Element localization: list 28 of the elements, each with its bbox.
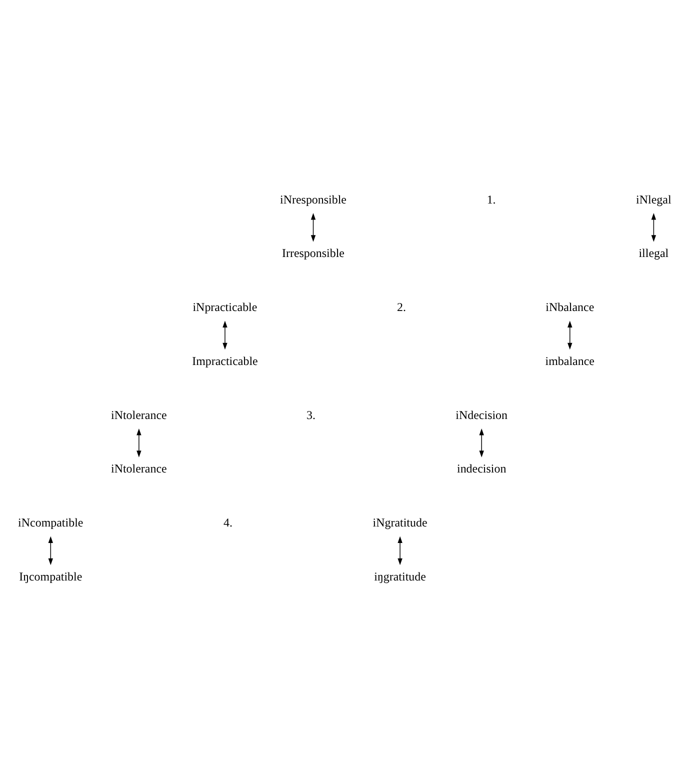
node-text: Iŋcompatible <box>19 569 82 584</box>
arrow <box>48 536 54 566</box>
node-text: iNlegal <box>636 192 672 206</box>
label: 1. <box>486 192 496 206</box>
arrow <box>651 213 656 242</box>
arrow <box>568 320 572 350</box>
node-text: iNtolerance <box>111 408 167 422</box>
arrow <box>310 213 316 242</box>
arrow <box>136 428 142 458</box>
node-text: iNbalance <box>546 300 594 314</box>
arrow <box>479 428 484 458</box>
node-text: imbalance <box>545 354 594 368</box>
label: 4. <box>223 516 232 530</box>
node-text: Irresponsible <box>282 246 345 260</box>
node-text: iNpracticable <box>192 300 258 314</box>
node-text: indecision <box>457 462 506 476</box>
node-text: iNdecision <box>456 408 508 422</box>
node-text: iNgratitude <box>372 516 428 530</box>
arrow <box>398 536 402 566</box>
node-text: iNtolerance <box>111 462 167 476</box>
label: 3. <box>306 408 316 422</box>
arrow <box>222 320 228 350</box>
node-text: illegal <box>638 246 669 260</box>
node-text: Impracticable <box>192 354 258 368</box>
node-text: iŋgratitude <box>374 569 426 584</box>
label: 2. <box>397 300 406 314</box>
node-text: iNresponsible <box>280 192 347 206</box>
node-text: iNcompatible <box>18 516 84 530</box>
